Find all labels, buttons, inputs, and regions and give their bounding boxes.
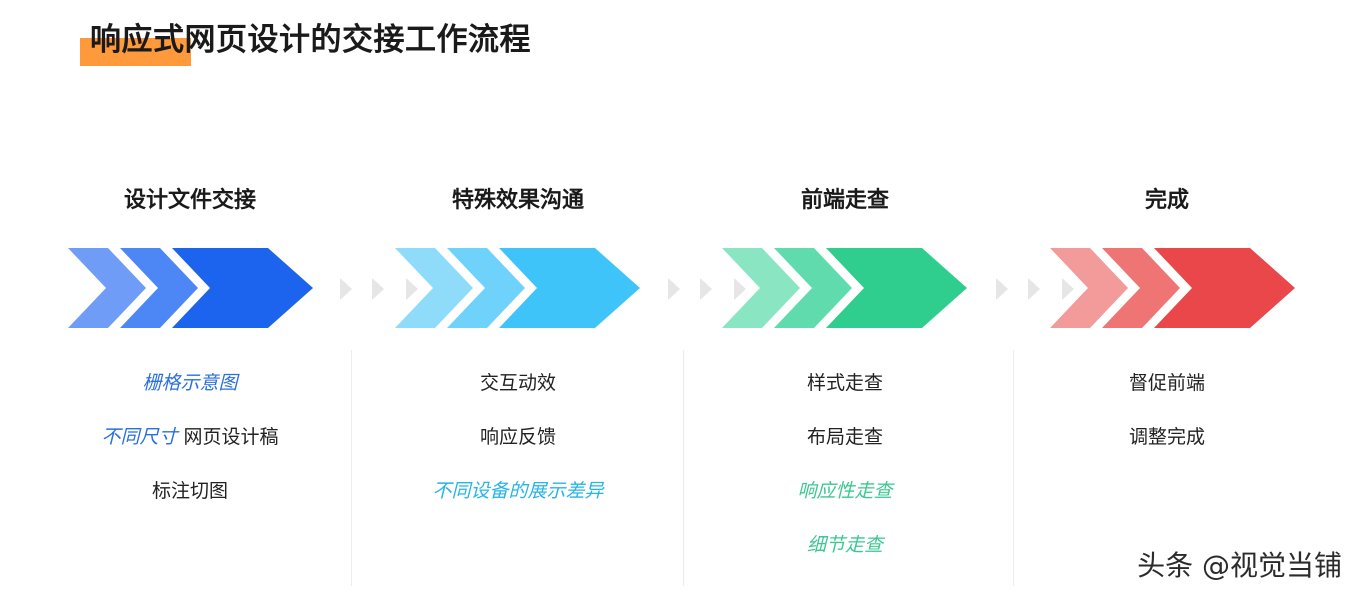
item-text: 标注切图 — [151, 480, 228, 502]
highlighted-text: 不同设备的展示差异 — [432, 480, 604, 502]
item-text: 调整完成 — [1128, 426, 1205, 448]
stage-chevron-arrows — [68, 248, 313, 328]
connector-triangle — [996, 278, 1008, 300]
stage-title: 设计文件交接 — [123, 188, 256, 213]
chevron-2 — [774, 248, 852, 328]
stage-item: 不同设备的展示差异 — [368, 474, 668, 528]
stage-item: 调整完成 — [1017, 420, 1317, 474]
stage-item: 督促前端 — [1017, 366, 1317, 420]
stage-item: 细节走查 — [695, 528, 995, 582]
stage-item-list: 交互动效响应反馈不同设备的展示差异 — [368, 366, 668, 528]
item-text: 督促前端 — [1128, 372, 1205, 394]
chevron-2 — [447, 248, 525, 328]
chevron-1 — [395, 248, 473, 328]
item-text: 交互动效 — [479, 372, 556, 394]
connector-triangle — [406, 278, 418, 300]
stage-item-list: 督促前端调整完成 — [1017, 366, 1317, 474]
stage-title: 前端走查 — [800, 188, 889, 213]
connector-triangle — [1062, 278, 1074, 300]
connector-triangle — [372, 278, 384, 300]
connector-arrows — [668, 278, 746, 300]
item-text: 网页设计稿 — [177, 426, 279, 448]
item-text: 布局走查 — [806, 426, 883, 448]
connector-arrows — [996, 278, 1074, 300]
highlighted-text: 不同尺寸 — [101, 426, 178, 448]
page-title: 响应式网页设计的交接工作流程 — [90, 22, 531, 58]
column-divider — [1013, 350, 1014, 586]
stage-item: 不同尺寸 网页设计稿 — [40, 420, 340, 474]
highlighted-text: 细节走查 — [806, 534, 883, 556]
stage-item: 响应性走查 — [695, 474, 995, 528]
highlighted-text: 响应性走查 — [797, 480, 893, 502]
stage-item-list: 样式走查布局走查响应性走查细节走查 — [695, 366, 995, 582]
stage-chevron-arrows — [1050, 248, 1295, 328]
connector-triangle — [668, 278, 680, 300]
stage-item: 栅格示意图 — [40, 366, 340, 420]
watermark: 头条 @视觉当铺 — [1137, 549, 1342, 582]
chevron-1 — [722, 248, 800, 328]
chevron-3 — [172, 248, 313, 328]
column-divider — [351, 350, 352, 586]
highlighted-text: 栅格示意图 — [142, 372, 238, 394]
stage-chevron-arrows — [395, 248, 640, 328]
item-text: 响应反馈 — [479, 426, 556, 448]
chevron-3 — [826, 248, 967, 328]
stage-item: 布局走查 — [695, 420, 995, 474]
stage-title: 特殊效果沟通 — [451, 188, 584, 213]
chevron-1 — [1050, 248, 1128, 328]
stage-chevron-arrows — [722, 248, 967, 328]
connector-triangle — [1028, 278, 1040, 300]
stage-item: 响应反馈 — [368, 420, 668, 474]
connector-triangle — [734, 278, 746, 300]
connector-triangle — [340, 278, 352, 300]
chevron-3 — [499, 248, 640, 328]
chevron-3 — [1154, 248, 1295, 328]
stage-item: 标注切图 — [40, 474, 340, 528]
stage-item: 交互动效 — [368, 366, 668, 420]
title-accent-bar — [80, 38, 191, 66]
chevron-1 — [68, 248, 146, 328]
chevron-2 — [120, 248, 198, 328]
connector-triangle — [700, 278, 712, 300]
stage-item: 样式走查 — [695, 366, 995, 420]
chevron-2 — [1102, 248, 1180, 328]
stage-title: 完成 — [1144, 188, 1189, 213]
column-divider — [683, 350, 684, 586]
stage-item-list: 栅格示意图不同尺寸 网页设计稿标注切图 — [40, 366, 340, 528]
item-text: 样式走查 — [806, 372, 883, 394]
connector-arrows — [340, 278, 418, 300]
